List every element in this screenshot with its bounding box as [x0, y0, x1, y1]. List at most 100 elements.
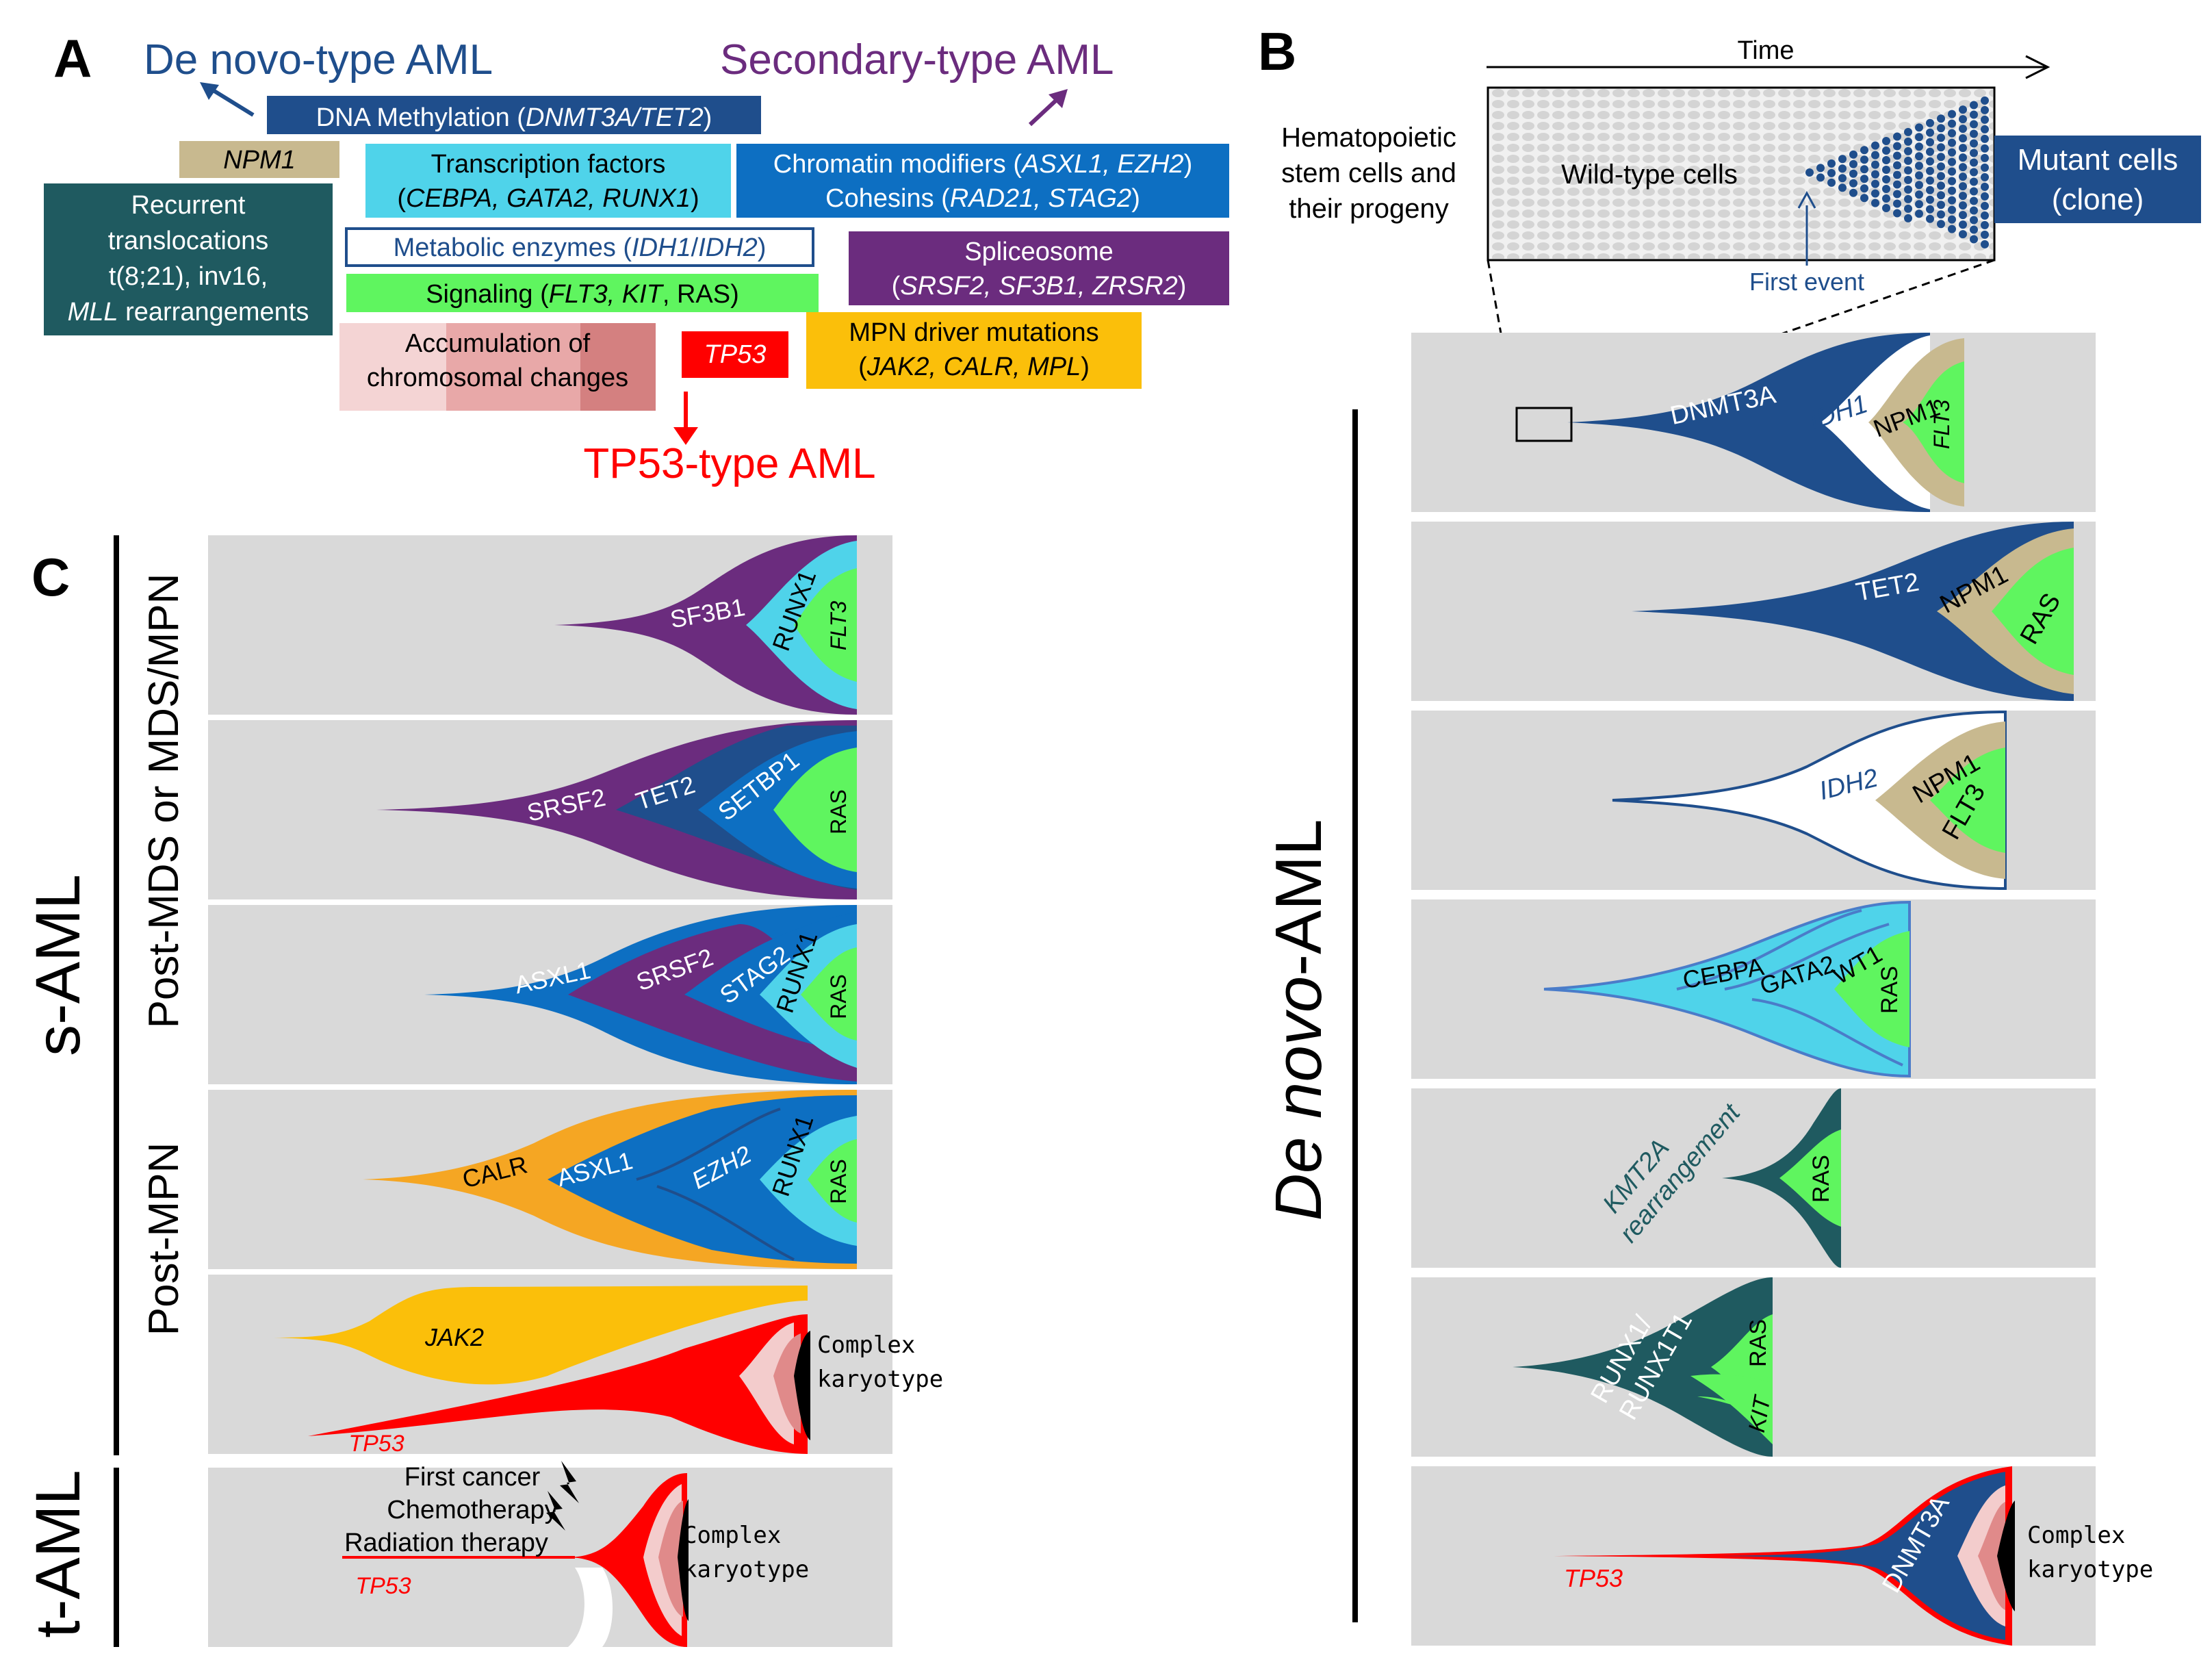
- hsc-line3: their progeny: [1289, 194, 1448, 224]
- de-novo-aml-side-label: De novo-AML: [1262, 819, 1335, 1221]
- mutant-cell-dot: [1882, 137, 1890, 145]
- mutant-cell-dot: [1970, 196, 1978, 205]
- mutant-cell-dot: [1816, 164, 1825, 173]
- mutant-cell-dot: [1948, 225, 1956, 233]
- mutant-cell-dot: [1970, 177, 1978, 186]
- hsc-line1: Hematopoietic: [1281, 123, 1456, 153]
- mutant-cell-dot: [1926, 195, 1934, 204]
- mutant-cell-dot: [1970, 158, 1978, 167]
- mutant-cell-dot: [1915, 123, 1923, 132]
- recurrent-line2: translocations: [108, 227, 268, 255]
- mutant-cell-dot: [1893, 151, 1901, 160]
- metabolic-enzymes-box: [345, 227, 814, 267]
- mutant-cell-dot: [1970, 187, 1978, 196]
- mutant-cell-dot: [1805, 168, 1814, 177]
- mutant-cell-dot: [1926, 118, 1934, 127]
- mutant-cell-dot: [1871, 160, 1879, 169]
- mutant-line1: Mutant cells: [2018, 143, 2178, 177]
- mutant-cell-dot: [1915, 162, 1923, 170]
- mutant-cell-dot: [1882, 146, 1890, 155]
- mutant-cell-dot: [1948, 119, 1956, 128]
- c6-complex: Complex: [683, 1522, 781, 1549]
- mutant-cell-dot: [1849, 150, 1857, 159]
- cohesins-line: Cohesins (RAD21, STAG2): [825, 184, 1140, 213]
- b-row-6-fish: [1513, 1277, 1773, 1457]
- accumulation-box-light: [339, 323, 446, 411]
- mutant-cell-dot: [1893, 142, 1901, 151]
- mutant-cell-dot: [1959, 125, 1967, 133]
- mutant-cell-dot: [1948, 215, 1956, 224]
- time-label: Time: [1737, 36, 1794, 65]
- c5-karyotype: karyotype: [817, 1366, 943, 1393]
- mutant-cell-dot: [1959, 230, 1967, 239]
- b6-kit: KIT: [1744, 1393, 1776, 1435]
- mutant-cell-dot: [1948, 110, 1956, 118]
- mutant-cell-dot: [1937, 210, 1945, 219]
- mutant-cell-dot: [1937, 191, 1945, 200]
- mutant-cell-dot: [1970, 235, 1978, 244]
- mutant-cell-dot: [1849, 159, 1857, 168]
- mutant-cell-dot: [1893, 161, 1901, 170]
- mutant-cell-dot: [1970, 206, 1978, 215]
- mutant-cell-dot: [1959, 192, 1967, 201]
- recurrent-line1: Recurrent: [131, 191, 246, 220]
- first-event-label: First event: [1749, 268, 1864, 296]
- c-row-6-fish: [342, 1461, 689, 1647]
- mutant-cell-dot: [1959, 134, 1967, 143]
- npm1-label: NPM1: [223, 146, 296, 175]
- c5-tp53: TP53: [348, 1431, 404, 1457]
- mutant-cell-dot: [1904, 194, 1912, 203]
- mutant-cell-dot: [1937, 133, 1945, 142]
- t-aml-label: t-AML: [23, 1470, 93, 1637]
- mutant-cell-dot: [1860, 155, 1868, 164]
- mutant-cell-dot: [1937, 181, 1945, 190]
- mutant-cell-dot: [1937, 124, 1945, 133]
- mpn-line1: MPN driver mutations: [849, 318, 1098, 347]
- arrow-secondary: [1028, 95, 1062, 127]
- recurrent-translocations-box: [44, 183, 333, 335]
- dna-methylation-label: DNA Methylation (DNMT3A/TET2): [316, 103, 712, 132]
- mutant-cell-dot: [1915, 133, 1923, 142]
- mutant-cell-dot: [1904, 146, 1912, 155]
- mutant-cell-dot: [1860, 194, 1868, 203]
- mutant-cell-dot: [1860, 165, 1868, 174]
- transcription-factors-box: [365, 144, 731, 218]
- signaling-label: Signaling (FLT3, KIT, RAS): [426, 280, 739, 309]
- mutant-cell-dot: [1937, 153, 1945, 162]
- mpn-driver-box: [806, 312, 1142, 389]
- mutant-cell-dot: [1981, 125, 1989, 133]
- mutant-cell-dot: [1959, 115, 1967, 124]
- mutant-cell-dot: [1882, 166, 1890, 174]
- mutant-cell-dot: [1915, 200, 1923, 209]
- mutant-cell-dot: [1915, 209, 1923, 218]
- mutant-cell-dot: [1904, 185, 1912, 194]
- mutant-cell-dot: [1882, 156, 1890, 164]
- mutant-cell-dot: [1937, 114, 1945, 123]
- mutant-cell-dot: [1915, 181, 1923, 190]
- mutant-cell-dot: [1981, 192, 1989, 201]
- c6-karyotype: karyotype: [683, 1556, 809, 1583]
- mutant-cell-dot: [1926, 147, 1934, 156]
- mutant-cell-dot: [1970, 120, 1978, 129]
- mutant-cell-dot: [1959, 105, 1967, 114]
- mutant-cell-dot: [1882, 204, 1890, 212]
- mutant-cell-dot: [1981, 220, 1989, 229]
- mutant-cell-dot: [1849, 179, 1857, 188]
- b-row-5-fish: [1722, 1088, 1841, 1268]
- b4-ras: RAS: [1877, 966, 1903, 1014]
- mutant-cell-dot: [1882, 175, 1890, 183]
- mutant-cell-dot: [1882, 194, 1890, 203]
- mutant-cell-dot: [1948, 186, 1956, 195]
- c-row-1-fish: [554, 535, 857, 715]
- mutant-cell-dot: [1926, 186, 1934, 194]
- mutant-cell-dot: [1970, 139, 1978, 148]
- de-novo-type-title: De novo-type AML: [144, 36, 493, 84]
- post-mpn-label: Post-MPN: [140, 1142, 188, 1336]
- mutant-cell-dot: [1981, 115, 1989, 124]
- mutant-cell-dot: [1981, 96, 1989, 105]
- mutant-cell-dot: [1871, 151, 1879, 159]
- c1-flt3: FLT3: [826, 601, 851, 651]
- post-mds-label: Post-MDS or MDS/MPN: [140, 574, 188, 1029]
